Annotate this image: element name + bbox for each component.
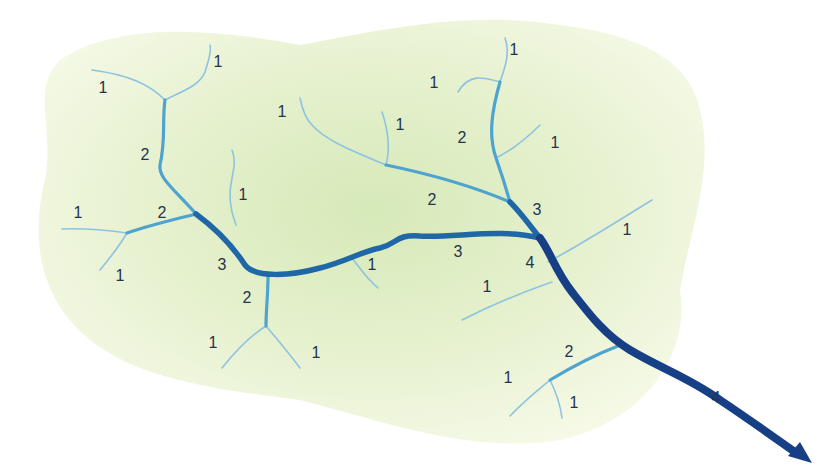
stream-order-number: 1 — [430, 75, 439, 91]
stream-order-number: 1 — [510, 42, 519, 58]
stream-order-number: 2 — [141, 147, 150, 163]
stream-order-number: 1 — [214, 54, 223, 70]
stream-order-number: 2 — [243, 290, 252, 306]
stream-order-number: 1 — [312, 345, 321, 361]
order-1-streams — [62, 38, 652, 418]
stream-order-number: 4 — [526, 255, 535, 271]
stream-order-number: 1 — [99, 80, 108, 96]
stream-order-number: 2 — [428, 192, 437, 208]
stream-order-number: 1 — [504, 370, 513, 386]
stream-order-number: 2 — [158, 205, 167, 221]
stream-order-number: 1 — [278, 104, 287, 120]
stream-order-number: 3 — [218, 257, 227, 273]
stream-order-number: 2 — [565, 344, 574, 360]
order-2-streams — [127, 82, 618, 380]
stream-order-number: 4 — [712, 390, 721, 406]
order-3-streams — [196, 202, 540, 274]
stream-order-number: 3 — [454, 244, 463, 260]
stream-order-number: 1 — [74, 205, 83, 221]
stream-order-number: 3 — [533, 202, 542, 218]
stream-order-number: 1 — [570, 395, 579, 411]
stream-order-number: 1 — [368, 257, 377, 273]
stream-order-number: 1 — [209, 335, 218, 351]
watershed-area — [39, 20, 705, 444]
stream-order-number: 1 — [483, 279, 492, 295]
stream-order-number: 1 — [239, 187, 248, 203]
stream-order-number: 1 — [116, 268, 125, 284]
stream-order-number: 1 — [396, 117, 405, 133]
stream-order-number: 1 — [551, 135, 560, 151]
order-4-stream — [540, 238, 812, 463]
stream-order-number: 1 — [623, 222, 632, 238]
stream-order-number: 2 — [458, 130, 467, 146]
